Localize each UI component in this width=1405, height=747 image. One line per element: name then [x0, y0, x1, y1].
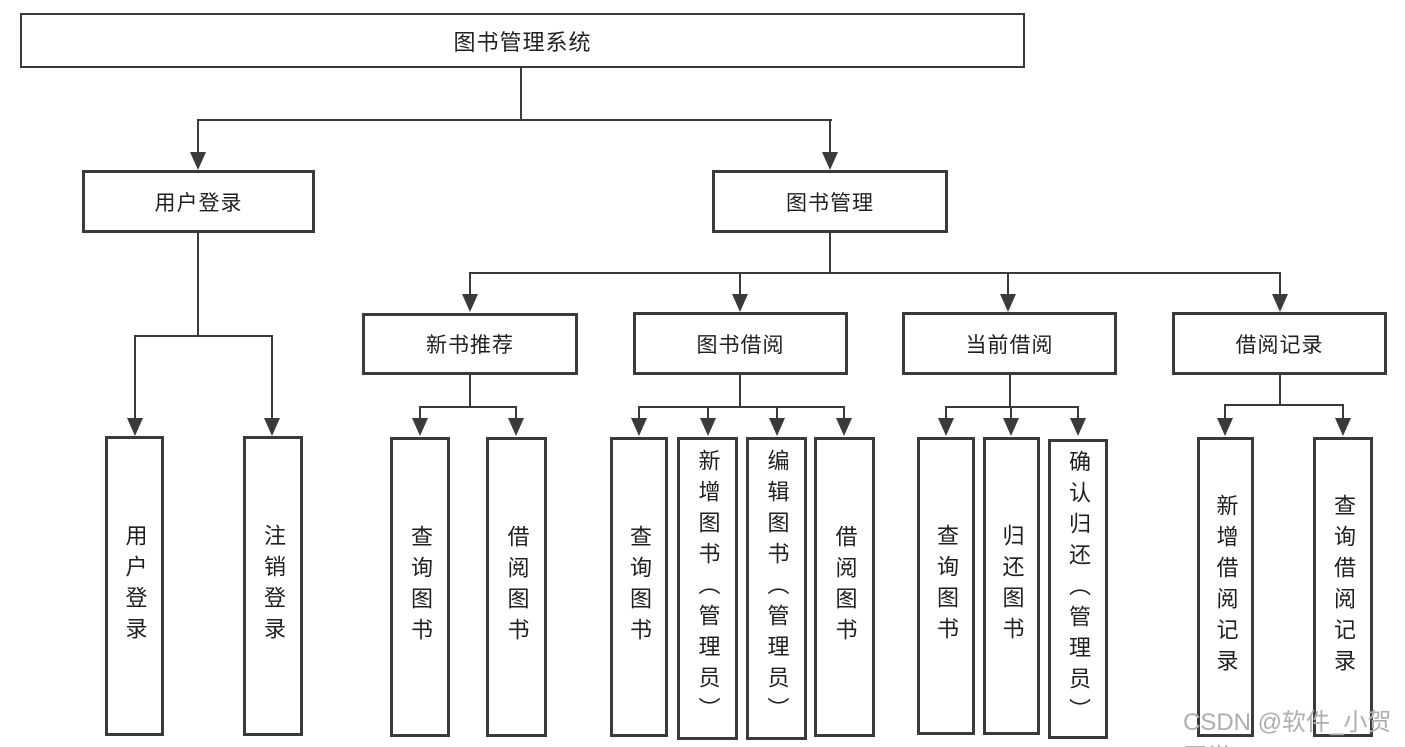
- node-label: 图书管理系统: [453, 29, 592, 55]
- node-label: 用户登录: [122, 524, 148, 648]
- leaf-confirm-return-admin: 确认归还（管理员）: [1048, 439, 1108, 739]
- connector: [638, 406, 845, 408]
- connector: [707, 406, 709, 423]
- node-label: 查询图书: [627, 525, 652, 649]
- arrowhead: [1335, 418, 1351, 436]
- node-label: 归还图书: [999, 524, 1025, 648]
- leaf-borrow-books: 借阅图书: [814, 437, 875, 737]
- arrowhead: [700, 418, 716, 436]
- node-label: 借阅记录: [1235, 333, 1324, 357]
- node-current-borrow: 当前借阅: [902, 312, 1117, 375]
- connector: [134, 335, 273, 337]
- arrowhead: [264, 418, 280, 436]
- connector: [197, 119, 832, 121]
- arrowhead: [190, 152, 206, 170]
- node-label: 当前借阅: [965, 333, 1054, 357]
- leaf-query-books-borrow: 查询图书: [610, 437, 668, 737]
- leaf-add-books-admin: 新增图书（管理员）: [677, 437, 738, 740]
- node-label: 查询图书: [408, 525, 433, 649]
- connector: [945, 406, 1079, 408]
- connector: [739, 375, 741, 408]
- connector: [1077, 406, 1079, 423]
- connector: [739, 272, 741, 298]
- arrowhead: [1217, 418, 1233, 436]
- connector: [1279, 375, 1281, 406]
- arrowhead: [631, 418, 647, 436]
- node-label: 图书借阅: [696, 333, 785, 357]
- arrowhead: [462, 294, 478, 312]
- leaf-borrow-books-recommend: 借阅图书: [486, 437, 547, 737]
- csdn-watermark: CSDN @软件_小贺同学: [1183, 709, 1392, 747]
- node-label: 确认归还（管理员）: [1066, 449, 1091, 729]
- node-label: 查询图书: [934, 524, 959, 648]
- arrowhead: [732, 294, 748, 312]
- leaf-query-books-current: 查询图书: [917, 437, 975, 735]
- arrowhead: [938, 418, 954, 436]
- node-book-borrow: 图书借阅: [633, 312, 848, 375]
- leaf-edit-books-admin: 编辑图书（管理员）: [746, 437, 807, 740]
- node-book-management-module: 图书管理: [712, 170, 948, 233]
- connector: [134, 335, 136, 422]
- connector: [638, 406, 640, 423]
- connector: [1224, 404, 1344, 406]
- connector: [1009, 375, 1011, 408]
- connector: [520, 68, 522, 121]
- arrowhead: [1003, 418, 1019, 436]
- node-label: 用户登录: [154, 191, 243, 215]
- arrowhead: [1272, 294, 1288, 312]
- connector: [829, 119, 831, 157]
- node-label: 注销登录: [261, 524, 286, 648]
- connector: [419, 406, 517, 408]
- connector: [843, 406, 845, 423]
- arrowhead: [836, 418, 852, 436]
- connector: [515, 406, 517, 423]
- connector: [197, 119, 199, 157]
- arrowhead: [769, 418, 785, 436]
- connector: [1224, 404, 1226, 423]
- connector: [271, 335, 273, 422]
- node-label: 图书管理: [786, 191, 874, 215]
- node-label: 新增图书（管理员）: [695, 449, 721, 728]
- node-user-login-module: 用户登录: [82, 170, 315, 233]
- leaf-add-borrow-record: 新增借阅记录: [1197, 437, 1254, 737]
- node-label: 编辑图书（管理员）: [764, 449, 790, 728]
- node-label: 借阅图书: [504, 525, 530, 649]
- node-new-book-recommend: 新书推荐: [362, 313, 578, 375]
- node-label: 借阅图书: [832, 525, 858, 649]
- leaf-logout: 注销登录: [243, 436, 303, 736]
- leaf-return-books: 归还图书: [983, 437, 1040, 735]
- connector: [469, 272, 471, 298]
- connector: [469, 375, 471, 408]
- arrowhead: [1070, 418, 1086, 436]
- connector: [1279, 272, 1281, 298]
- connector: [1342, 404, 1344, 423]
- node-label: 新书推荐: [426, 334, 514, 357]
- node-root-library-management-system: 图书管理系统: [20, 13, 1025, 68]
- connector: [1010, 406, 1012, 423]
- connector: [776, 406, 778, 423]
- connector: [829, 233, 831, 274]
- node-label: 查询借阅记录: [1331, 494, 1356, 680]
- leaf-query-borrow-record: 查询借阅记录: [1313, 437, 1373, 737]
- arrowhead: [508, 418, 524, 436]
- connector: [419, 406, 421, 423]
- arrowhead: [1000, 294, 1016, 312]
- connector: [945, 406, 947, 423]
- arrowhead: [822, 152, 838, 170]
- node-borrow-record: 借阅记录: [1172, 312, 1387, 375]
- connector: [1007, 272, 1009, 298]
- arrowhead: [412, 418, 428, 436]
- leaf-query-books-recommend: 查询图书: [390, 437, 450, 737]
- node-label: 新增借阅记录: [1213, 494, 1239, 680]
- connector: [197, 233, 199, 337]
- connector: [469, 272, 1281, 274]
- leaf-user-login: 用户登录: [105, 436, 164, 736]
- arrowhead: [127, 418, 143, 436]
